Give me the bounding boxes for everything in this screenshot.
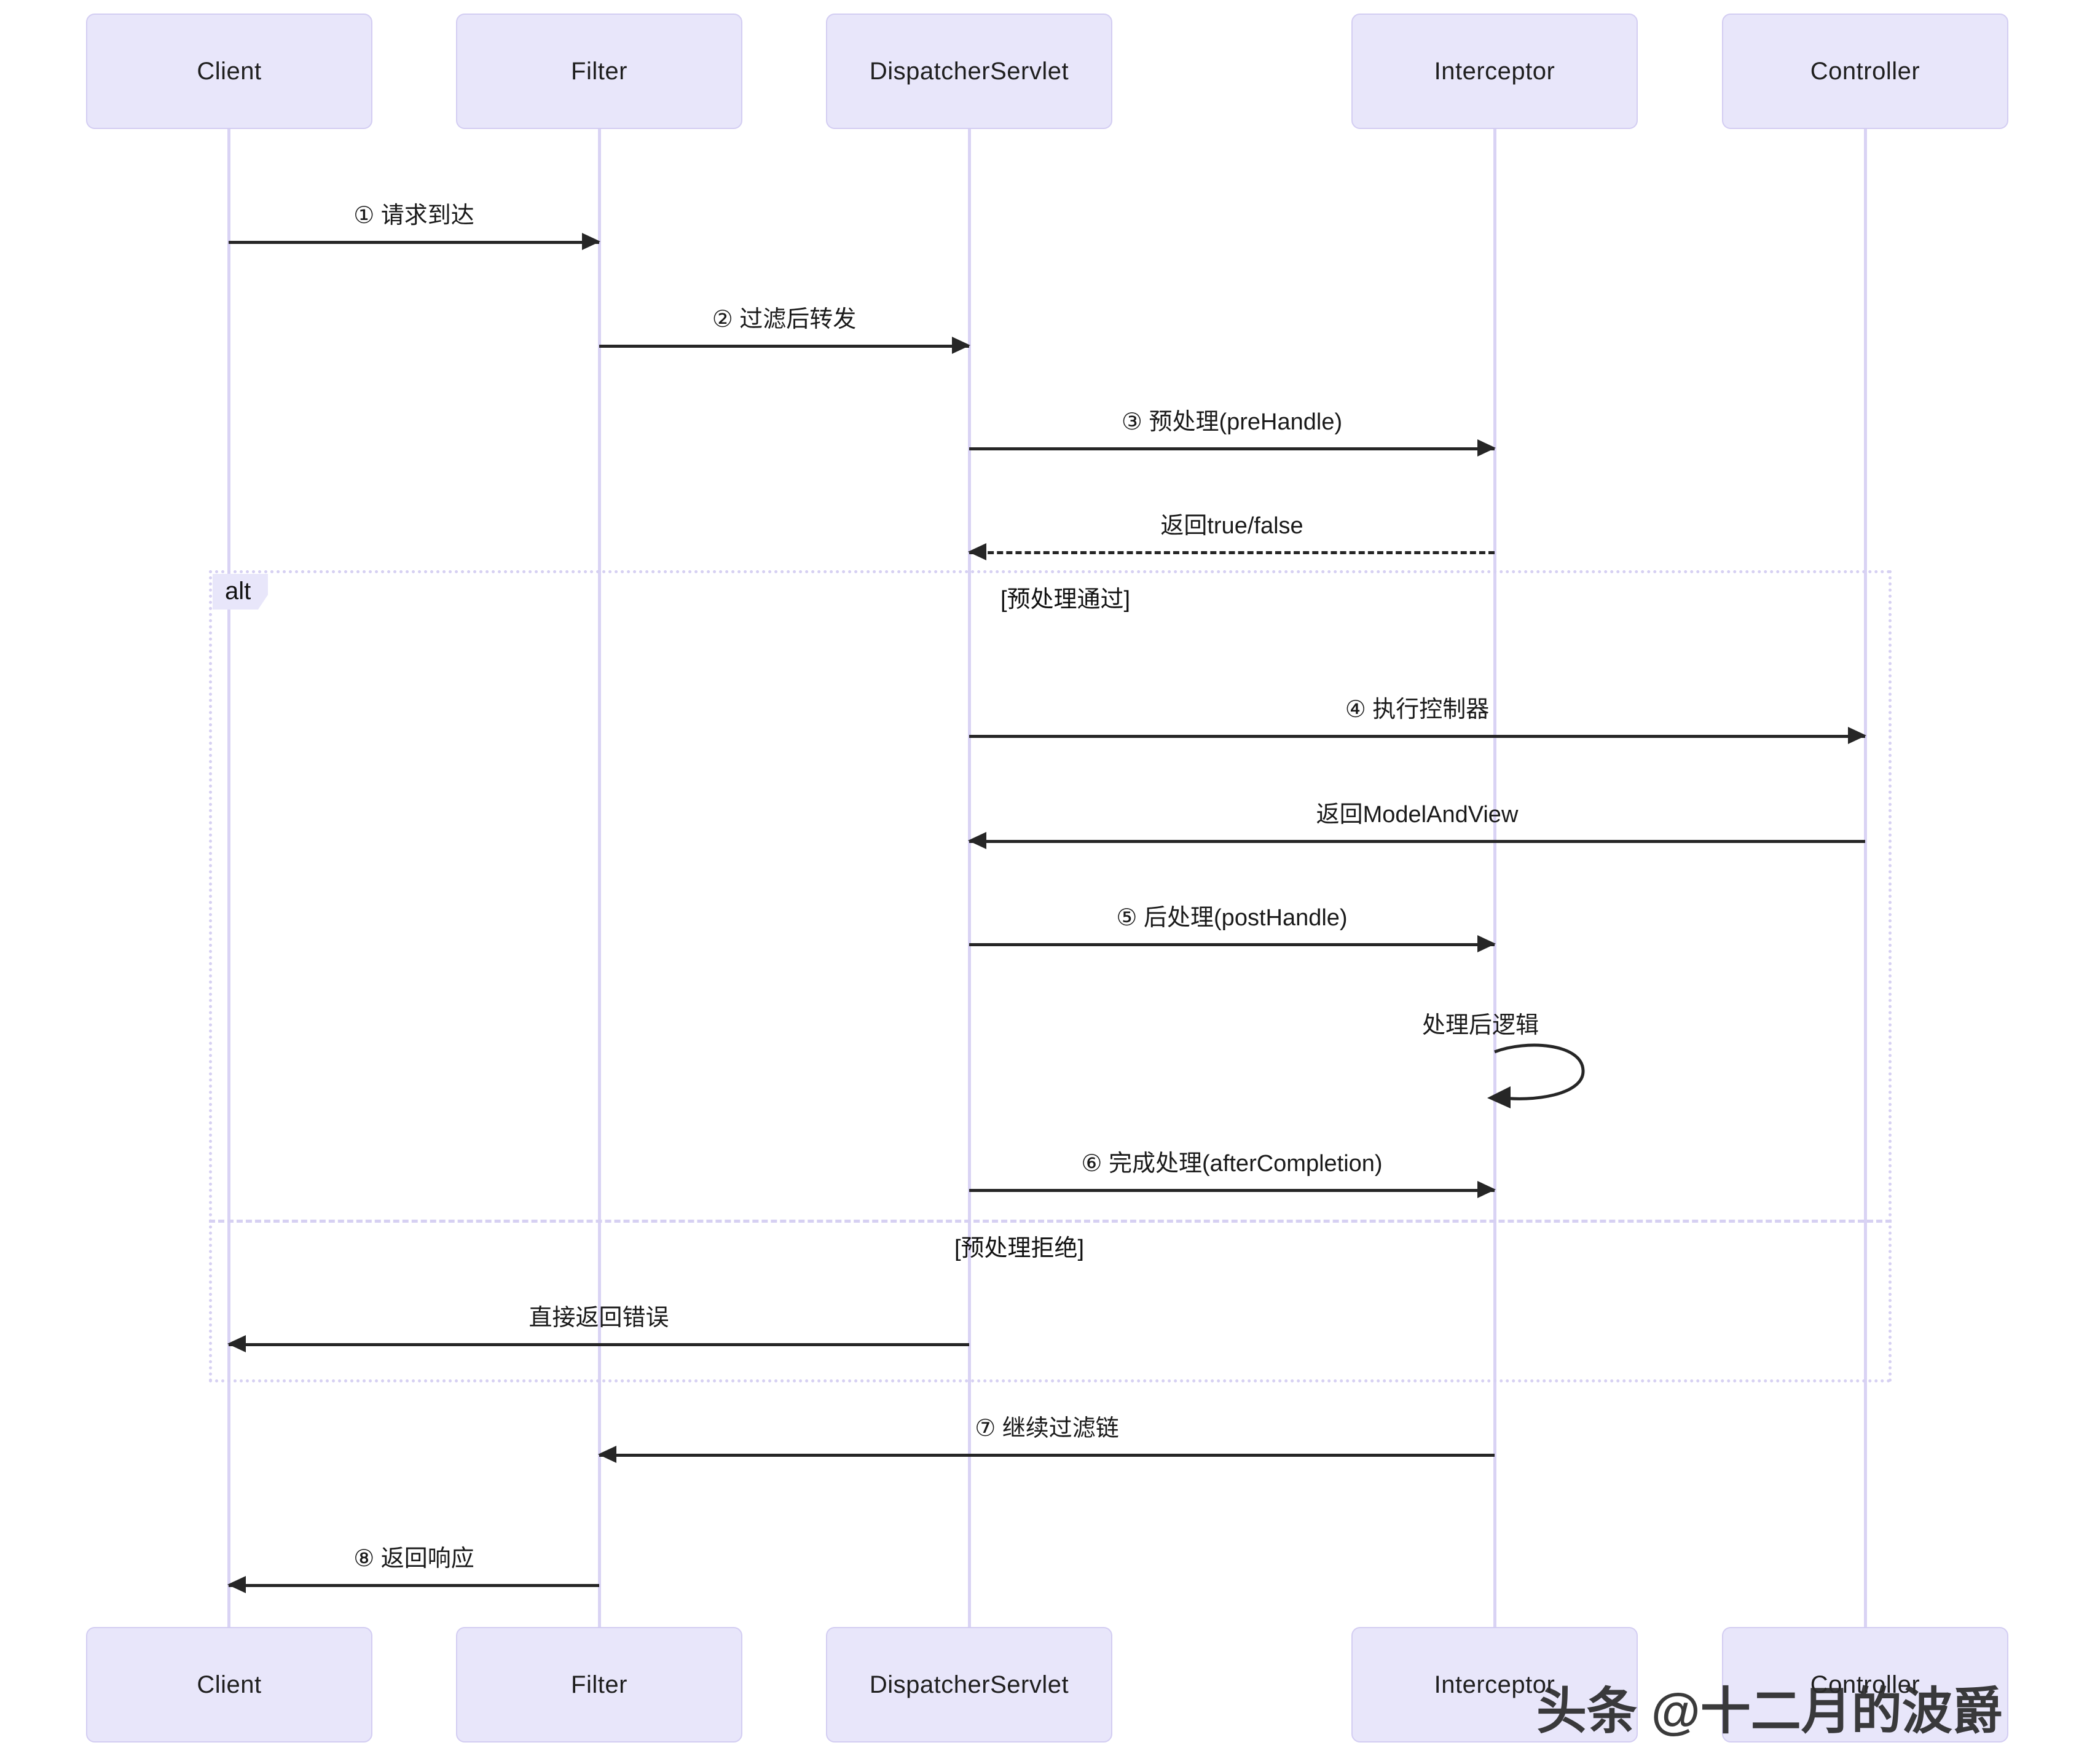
message-line: [969, 840, 1865, 843]
arrowhead-icon: [1477, 1181, 1496, 1198]
message-label: ② 过滤后转发: [712, 307, 857, 332]
message-line: [599, 1454, 1495, 1457]
alt-branch-divider: [209, 1220, 1892, 1223]
arrowhead-icon: [582, 233, 600, 250]
participant-controller-bottom[interactable]: Controller: [1722, 1627, 2008, 1742]
lifeline-interceptor: [1493, 129, 1496, 1627]
message-label: ⑥ 完成处理(afterCompletion): [1081, 1151, 1383, 1177]
participant-label: Interceptor: [1434, 1671, 1555, 1698]
alt-fragment-box: [209, 570, 1892, 1382]
participant-filter-bottom[interactable]: Filter: [456, 1627, 742, 1742]
participant-interceptor-bottom[interactable]: Interceptor: [1351, 1627, 1638, 1742]
participant-label: DispatcherServlet: [869, 1671, 1069, 1698]
arrowhead-icon: [227, 1576, 246, 1593]
alt-branch-condition-1: [预处理通过]: [1000, 587, 1131, 613]
arrowhead-icon: [1477, 935, 1496, 952]
participant-label: Filter: [571, 1671, 627, 1698]
arrowhead-icon: [598, 1446, 616, 1463]
participant-label: Client: [197, 1671, 262, 1698]
watermark-text: 头条 @十二月的波爵: [1536, 1684, 2003, 1739]
participant-client-top[interactable]: Client: [86, 14, 372, 129]
lifeline-dispatcher: [968, 129, 971, 1627]
arrowhead-icon: [1848, 727, 1866, 744]
self-message-label: 处理后逻辑: [1422, 1013, 1539, 1038]
message-label: 直接返回错误: [529, 1305, 669, 1331]
participant-client-bottom[interactable]: Client: [86, 1627, 372, 1742]
arrowhead-icon: [227, 1335, 246, 1352]
participant-controller-top[interactable]: Controller: [1722, 14, 2008, 129]
lifeline-controller: [1864, 129, 1867, 1627]
message-line: [969, 735, 1865, 738]
participant-dispatcher-bottom[interactable]: DispatcherServlet: [826, 1627, 1112, 1742]
message-line: [229, 1584, 599, 1587]
participant-label: Interceptor: [1434, 57, 1555, 85]
message-line: [599, 345, 969, 348]
message-label: ① 请求到达: [353, 203, 474, 229]
message-label: 返回ModelAndView: [1316, 802, 1519, 828]
message-label: ⑦ 继续过滤链: [975, 1416, 1119, 1441]
participant-label: Client: [197, 57, 262, 85]
message-label: ③ 预处理(preHandle): [1121, 409, 1343, 435]
arrowhead-icon: [1477, 439, 1496, 457]
message-label: 返回true/false: [1160, 513, 1303, 539]
message-line: [969, 551, 1495, 554]
participant-label: Filter: [571, 57, 627, 85]
message-line: [969, 447, 1495, 450]
message-label: ⑧ 返回响应: [353, 1546, 474, 1572]
message-line: [229, 241, 599, 244]
message-label: ⑤ 后处理(postHandle): [1116, 905, 1348, 931]
arrowhead-icon: [952, 337, 970, 354]
lifeline-client: [227, 129, 230, 1627]
message-label: ④ 执行控制器: [1345, 697, 1490, 723]
message-line: [969, 943, 1495, 946]
alt-branch-condition-2: [预处理拒绝]: [954, 1236, 1085, 1261]
lifeline-filter: [598, 129, 601, 1627]
participant-label: Controller: [1810, 57, 1920, 85]
arrowhead-icon: [968, 832, 986, 849]
participant-dispatcher-top[interactable]: DispatcherServlet: [826, 14, 1112, 129]
arrowhead-icon: [968, 543, 986, 560]
participant-label: DispatcherServlet: [869, 57, 1069, 85]
participant-filter-top[interactable]: Filter: [456, 14, 742, 129]
participant-label: Controller: [1810, 1671, 1920, 1698]
participant-interceptor-top[interactable]: Interceptor: [1351, 14, 1638, 129]
message-line: [969, 1189, 1495, 1192]
alt-fragment-tag: alt: [213, 574, 269, 610]
message-line: [229, 1343, 969, 1346]
